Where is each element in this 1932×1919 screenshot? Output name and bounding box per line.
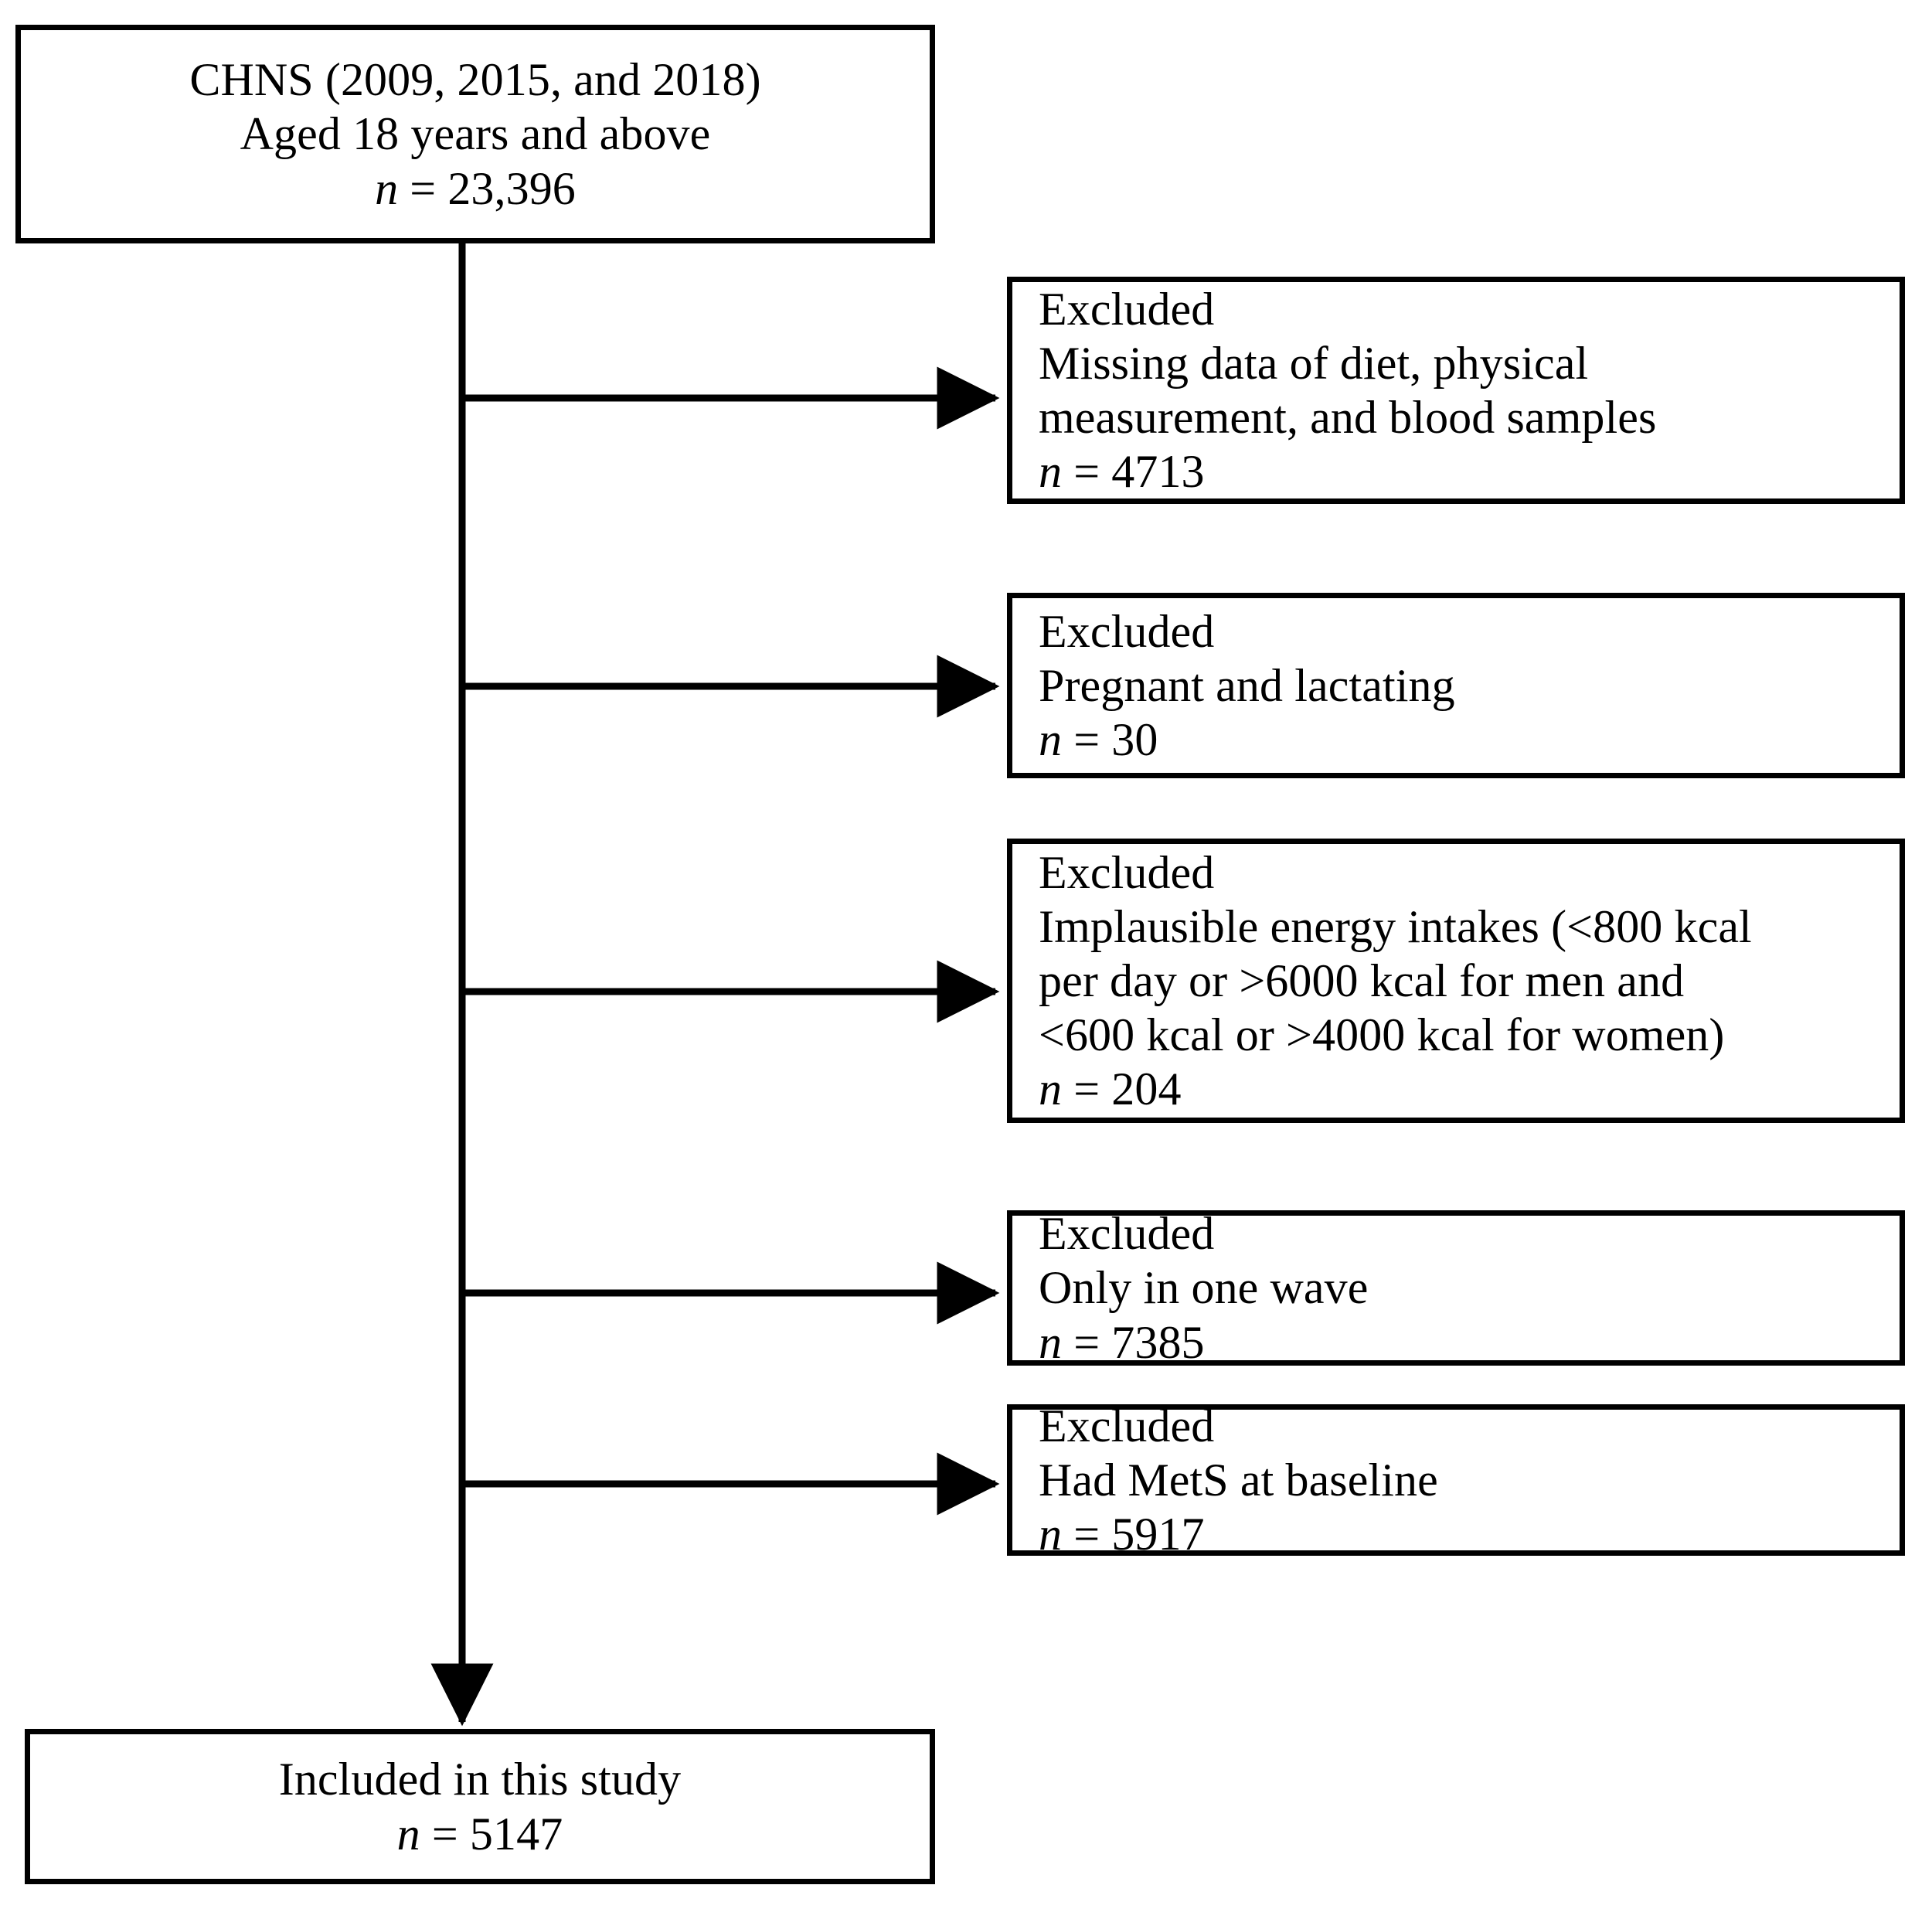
exclusion-1-count: n = 4713 [1039, 444, 1205, 498]
exclusion-5-n-symbol: n [1039, 1509, 1063, 1560]
included-line-1: Included in this study [278, 1754, 682, 1805]
node-exclusion-5: Excluded Had MetS at baseline n = 5917 [1007, 1400, 1905, 1560]
exclusion-1-n-symbol: n [1039, 446, 1063, 498]
exclusion-3-reason-line-2: per day or >6000 kcal for men and [1039, 954, 1685, 1006]
exclusion-3-reason-line-1: Implausible energy intakes (<800 kcal [1039, 900, 1752, 952]
included-count: n = 5147 [397, 1807, 563, 1861]
exclusion-5-n-value: 5917 [1111, 1509, 1205, 1560]
included-n-equals: = [420, 1808, 470, 1859]
source-count: n = 23,396 [375, 162, 576, 216]
source-n-equals: = [398, 162, 448, 214]
node-exclusion-2: Excluded Pregnant and lactating n = 30 [1007, 593, 1905, 778]
exclusion-5-reason-line-1: Had MetS at baseline [1039, 1454, 1438, 1506]
exclusion-1-n-equals: = [1062, 446, 1112, 498]
exclusion-2-count: n = 30 [1039, 713, 1158, 767]
exclusion-2-n-symbol: n [1039, 714, 1063, 766]
node-exclusion-4: Excluded Only in one wave n = 7385 [1007, 1208, 1905, 1369]
exclusion-2-n-value: 30 [1111, 714, 1158, 766]
source-n-value: 23,396 [447, 162, 576, 214]
exclusion-3-count: n = 204 [1039, 1062, 1182, 1116]
exclusion-2-reason-line-1: Pregnant and lactating [1039, 659, 1455, 711]
exclusion-4-count: n = 7385 [1039, 1315, 1205, 1369]
exclusion-4-n-equals: = [1062, 1316, 1112, 1368]
exclusion-1-header: Excluded [1039, 283, 1215, 335]
exclusion-5-count: n = 5917 [1039, 1507, 1205, 1561]
included-n-value: 5147 [469, 1808, 563, 1859]
node-exclusion-1: Excluded Missing data of diet, physical … [1007, 277, 1905, 504]
exclusion-5-n-equals: = [1062, 1509, 1112, 1560]
exclusion-4-header: Excluded [1039, 1208, 1215, 1260]
exclusion-4-reason-line-1: Only in one wave [1039, 1262, 1369, 1314]
node-source-population: CHNS (2009, 2015, and 2018) Aged 18 year… [15, 25, 935, 243]
exclusion-1-reason-line-1: Missing data of diet, physical [1039, 337, 1589, 389]
exclusion-1-n-value: 4713 [1111, 446, 1205, 498]
source-line-1: CHNS (2009, 2015, and 2018) [189, 54, 761, 106]
included-n-symbol: n [396, 1808, 420, 1859]
exclusion-3-n-equals: = [1062, 1063, 1112, 1115]
exclusion-3-n-value: 204 [1111, 1063, 1182, 1115]
node-exclusion-3: Excluded Implausible energy intakes (<80… [1007, 839, 1905, 1123]
exclusion-5-header: Excluded [1039, 1400, 1215, 1451]
node-included-in-study: Included in this study n = 5147 [25, 1729, 935, 1884]
exclusion-3-header: Excluded [1039, 846, 1215, 898]
exclusion-4-n-value: 7385 [1111, 1316, 1205, 1368]
exclusion-1-reason-line-2: measurement, and blood samples [1039, 392, 1657, 443]
exclusion-4-n-symbol: n [1039, 1316, 1063, 1368]
source-line-2: Aged 18 years and above [240, 108, 711, 160]
source-n-symbol: n [375, 162, 399, 214]
exclusion-3-n-symbol: n [1039, 1063, 1063, 1115]
exclusion-2-header: Excluded [1039, 605, 1215, 657]
exclusion-3-reason-line-3: <600 kcal or >4000 kcal for women) [1039, 1009, 1725, 1061]
exclusion-2-n-equals: = [1062, 714, 1112, 766]
